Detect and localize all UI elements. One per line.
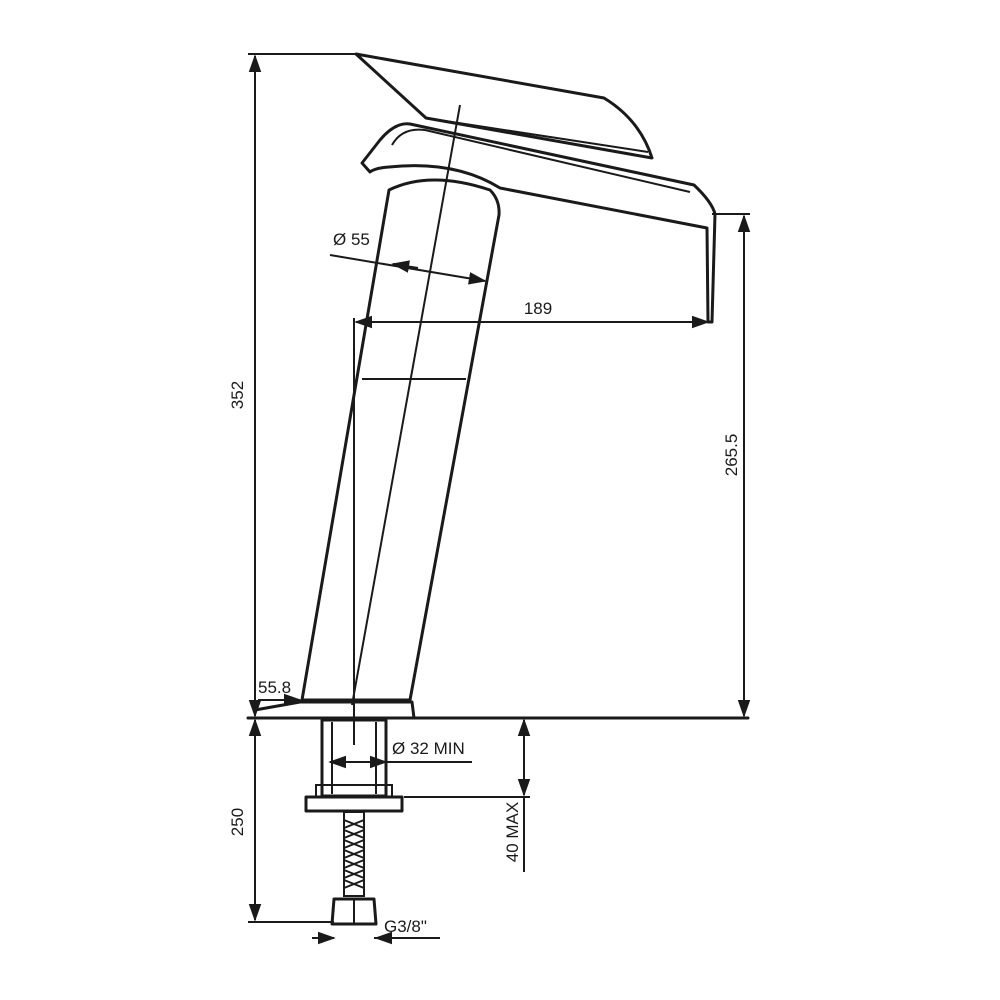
fixing-washer	[315, 784, 393, 798]
handle-lower-edge	[425, 117, 649, 153]
faucet-body	[300, 178, 501, 702]
braided-hose	[343, 811, 365, 897]
label-spout-height: 265.5	[722, 434, 741, 477]
dimension-lines	[248, 53, 751, 945]
faucet-base-plate	[253, 700, 416, 720]
faucet-spout	[360, 122, 717, 324]
label-spout-reach: 189	[524, 299, 552, 318]
dim-body-diameter-line	[329, 254, 487, 285]
spout-inner-contour	[391, 128, 691, 193]
label-deck-thickness: 40 MAX	[503, 802, 522, 862]
fixing-nut	[304, 795, 404, 813]
hose-connector	[330, 897, 378, 926]
label-base-offset: 55.8	[258, 678, 291, 697]
label-hole-diameter: Ø 32 MIN	[392, 739, 465, 758]
label-total-height: 352	[228, 381, 247, 409]
faucet-outline	[246, 52, 750, 926]
label-thread-size: G3/8"	[384, 917, 427, 936]
faucet-handle	[354, 52, 654, 160]
label-shank-length: 250	[228, 808, 247, 836]
dimension-labels: 352 265.5 189 Ø 55 55.8 Ø 32 MIN 250 40 …	[228, 230, 741, 936]
label-body-diameter: Ø 55	[333, 230, 370, 249]
body-axis-line	[351, 104, 461, 706]
